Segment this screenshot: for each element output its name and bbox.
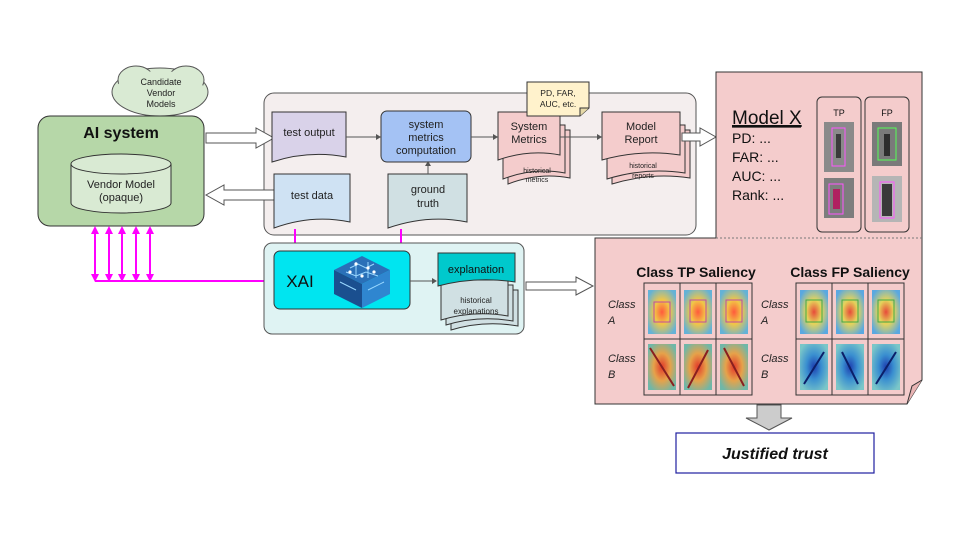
pipeline-panel	[263, 92, 697, 236]
historical-explanations-line1: historical	[460, 296, 492, 305]
arrow-head	[493, 134, 498, 140]
fp-class-b-line1: Class	[761, 353, 789, 365]
arrow-from-test-data	[204, 184, 277, 206]
fp-class-b-line2: B	[761, 369, 768, 381]
historical-metrics-line2: metrics	[526, 177, 549, 184]
fp-saliency-title: Class FP Saliency	[790, 264, 910, 280]
tp-saliency-thumb-a3	[720, 290, 748, 334]
far-metric: FAR: ...	[732, 149, 779, 165]
historical-metrics-line1: historical	[523, 168, 551, 175]
historical-reports-line2: reports	[632, 173, 654, 180]
arrow-to-saliency	[525, 276, 595, 296]
metrics-line1: system	[409, 119, 444, 131]
test-data-label: test data	[291, 190, 334, 202]
cloud-line1: Candidate	[140, 77, 181, 87]
fp-examples-box: FP	[864, 96, 910, 233]
fp-label: FP	[881, 108, 893, 118]
model-report-stack: Model Report historical reports	[601, 111, 691, 185]
arrow-to-model-card	[681, 127, 718, 147]
pd-metric: PD: ...	[732, 130, 771, 146]
xai-label: XAI	[286, 272, 313, 291]
model-report-line2: Report	[624, 134, 657, 146]
note-line2: AUC, etc.	[540, 99, 576, 109]
vendor-model-cylinder: Vendor Model (opaque)	[70, 153, 172, 214]
xai-probe-arrows	[94, 229, 402, 282]
fp-saliency-thumb-a3	[872, 290, 900, 334]
note-line1: PD, FAR,	[540, 88, 575, 98]
vendor-model-line2: (opaque)	[99, 192, 143, 204]
candidate-models-cloud: Candidate Vendor Models	[111, 65, 209, 117]
tp-class-a-line1: Class	[608, 299, 636, 311]
arrow-head	[432, 278, 437, 284]
tp-saliency-grid	[643, 282, 753, 396]
fp-saliency-thumb-a1	[800, 290, 828, 334]
fp-saliency-grid	[795, 282, 905, 396]
fp-saliency-thumb-a2	[836, 290, 864, 334]
cloud-line2: Vendor	[147, 88, 176, 98]
tp-saliency-thumb-a2	[684, 290, 712, 334]
cloud-line3: Models	[146, 99, 176, 109]
fp-class-a-line1: Class	[761, 299, 789, 311]
fp-class-a-line2: A	[760, 315, 768, 327]
tp-saliency-title: Class TP Saliency	[636, 264, 756, 280]
tp-class-a-line2: A	[607, 315, 615, 327]
tp-examples-box: TP	[816, 96, 862, 233]
ground-truth-doc: ground truth	[387, 173, 468, 229]
model-report-line1: Model	[626, 121, 656, 133]
auc-metric: AUC: ...	[732, 168, 781, 184]
arrow-to-trust	[745, 404, 793, 431]
card-corner	[906, 379, 923, 405]
ground-truth-line2: truth	[417, 198, 439, 210]
rank-metric: Rank: ...	[732, 187, 784, 203]
tp-class-b-line1: Class	[608, 353, 636, 365]
arrow-head	[376, 134, 381, 140]
system-metrics-line1: System	[511, 121, 548, 133]
test-output-doc: test output	[271, 111, 347, 163]
system-metrics-line2: Metrics	[511, 134, 547, 146]
metrics-line3: computation	[396, 145, 456, 157]
tp-label: TP	[833, 108, 845, 118]
explanation-stack: explanation historical explanations	[437, 252, 519, 331]
test-output-label: test output	[283, 127, 334, 139]
historical-explanations-line2: explanations	[454, 307, 499, 316]
model-x-title: Model X	[732, 108, 802, 129]
vendor-model-line1: Vendor Model	[87, 179, 155, 191]
neural-cube-icon	[334, 256, 390, 308]
explanation-label: explanation	[448, 264, 504, 276]
arrow-head	[425, 161, 431, 166]
metrics-note: PD, FAR, AUC, etc.	[526, 81, 590, 117]
ground-truth-line1: ground	[411, 184, 445, 196]
tp-class-b-line2: B	[608, 369, 615, 381]
ai-system-box: AI system Vendor Model (opaque)	[37, 115, 205, 227]
arrow-to-test-output	[205, 127, 276, 149]
arrow-head	[597, 134, 602, 140]
justified-trust-label: Justified trust	[722, 446, 828, 463]
system-metrics-stack: System Metrics historical metrics	[497, 111, 571, 185]
justified-trust-box: Justified trust	[675, 432, 875, 474]
tp-saliency-thumb-a1	[648, 290, 676, 334]
ai-system-title: AI system	[83, 125, 159, 142]
metrics-computation-box: system metrics computation	[380, 110, 472, 163]
test-data-doc: test data	[273, 173, 351, 229]
historical-reports-line1: historical	[629, 163, 657, 170]
metrics-line2: metrics	[408, 132, 444, 144]
